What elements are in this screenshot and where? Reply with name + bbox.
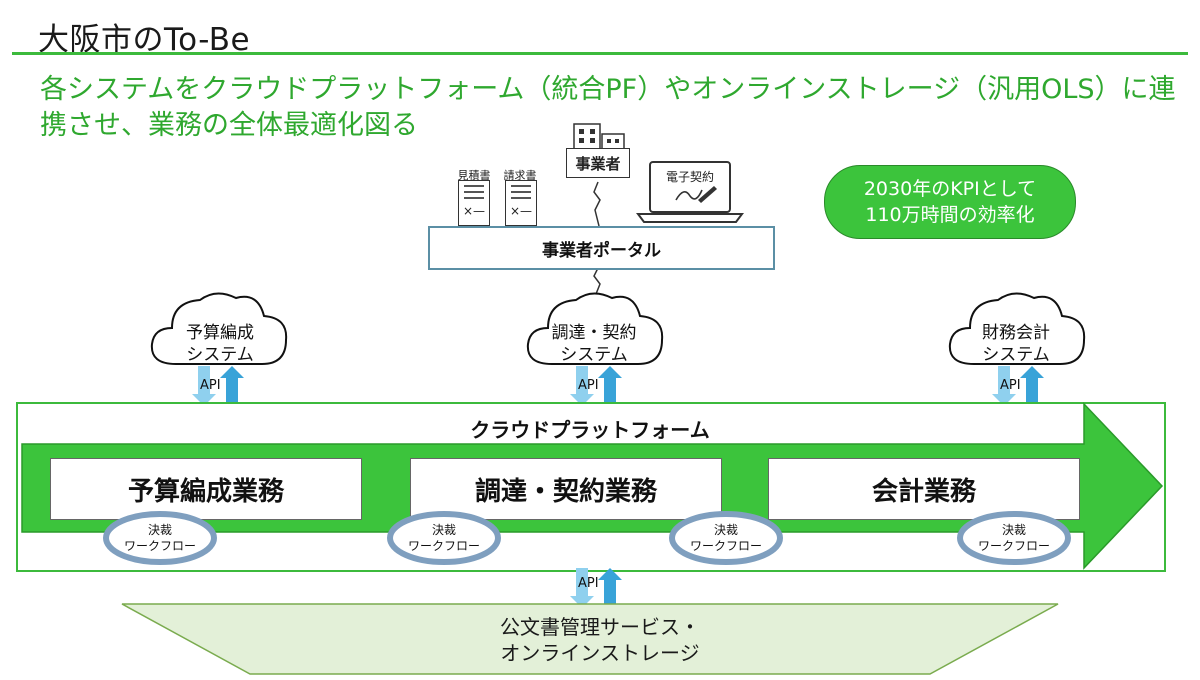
api-label-accounting: API xyxy=(1000,378,1021,393)
api-label-budget: API xyxy=(200,378,221,393)
budget-operation-box: 予算編成業務 xyxy=(50,458,362,520)
budget-system-line-1: 予算編成 xyxy=(186,323,254,343)
workflow-cycle-icon-4 xyxy=(957,511,1071,565)
subtitle: 各システムをクラウドプラットフォーム（統合PF）やオンラインストレージ（汎用OL… xyxy=(40,72,1180,144)
accounting-system-line-2: システム xyxy=(982,345,1050,365)
storage-line-2: オンラインストレージ xyxy=(500,641,700,665)
api-label-procurement: API xyxy=(578,378,599,393)
cloud-platform-title: クラウドプラットフォーム xyxy=(470,418,710,442)
kpi-line-2: 110万時間の効率化 xyxy=(865,204,1035,226)
api-label-storage: API xyxy=(578,576,599,591)
workflow-cycle-icon-2 xyxy=(387,511,501,565)
workflow-1-line-2: ワークフロー xyxy=(123,539,196,553)
budget-system-cloud-icon xyxy=(150,292,288,365)
invoice-doc-mark: ×— xyxy=(509,204,533,218)
accounting-system-line-1: 財務会計 xyxy=(982,323,1050,343)
title-divider xyxy=(12,52,1188,55)
econtract-label: 電子契約 xyxy=(665,170,714,184)
kpi-line-1: 2030年のKPIとして xyxy=(863,178,1037,200)
budget-system-label: 予算編成 システム xyxy=(160,322,280,366)
api-arrow-storage-icon xyxy=(570,568,622,608)
workflow-1-line-1: 決裁 xyxy=(147,523,172,537)
workflow-label-2: 決裁 ワークフロー xyxy=(394,522,494,554)
subtitle-line-1: 各システムをクラウドプラットフォーム（統合PF）やオンラインストレージ（汎用OL… xyxy=(40,74,1176,105)
accounting-operation-box: 会計業務 xyxy=(768,458,1080,520)
api-arrow-procurement-icon xyxy=(570,366,622,406)
portal-connector-bottom xyxy=(593,267,601,295)
workflow-3-line-1: 決裁 xyxy=(713,523,738,537)
workflow-4-line-2: ワークフロー xyxy=(977,539,1050,553)
subtitle-line-2: 携させ、業務の全体最適化図る xyxy=(40,110,418,141)
invoice-document-icon: ×— xyxy=(505,180,537,226)
document-storage-platform xyxy=(121,603,1059,675)
business-operator-label: 事業者 xyxy=(566,148,630,178)
accounting-system-label: 財務会計 システム xyxy=(956,322,1076,366)
business-portal: 事業者ポータル xyxy=(428,226,775,270)
portal-connector-top xyxy=(593,181,601,227)
storage-label: 公文書管理サービス・ オンラインストレージ xyxy=(420,614,780,666)
estimate-document-icon: ×— xyxy=(458,180,490,226)
api-arrow-budget-icon xyxy=(192,366,244,406)
estimate-label: 見積書 xyxy=(457,169,491,182)
procurement-system-line-2: システム xyxy=(560,345,628,365)
workflow-2-line-2: ワークフロー xyxy=(407,539,480,553)
procurement-system-line-1: 調達・契約 xyxy=(551,323,637,343)
workflow-cycle-icon-3 xyxy=(669,511,783,565)
procurement-system-cloud-icon xyxy=(526,292,664,365)
workflow-label-3: 決裁 ワークフロー xyxy=(676,522,776,554)
procurement-operation-box: 調達・契約業務 xyxy=(410,458,722,520)
accounting-system-cloud-icon xyxy=(948,292,1086,365)
laptop-icon xyxy=(636,161,744,223)
invoice-label: 請求書 xyxy=(503,169,537,182)
storage-line-1: 公文書管理サービス・ xyxy=(500,615,700,639)
workflow-4-line-1: 決裁 xyxy=(1001,523,1026,537)
workflow-3-line-2: ワークフロー xyxy=(689,539,762,553)
procurement-system-label: 調達・契約 システム xyxy=(534,322,654,366)
budget-system-line-2: システム xyxy=(186,345,254,365)
workflow-2-line-1: 決裁 xyxy=(431,523,456,537)
workflow-label-1: 決裁 ワークフロー xyxy=(110,522,210,554)
estimate-doc-mark: ×— xyxy=(462,204,486,218)
kpi-badge: 2030年のKPIとして 110万時間の効率化 xyxy=(824,165,1076,239)
api-arrow-accounting-icon xyxy=(992,366,1044,406)
workflow-cycle-icon-1 xyxy=(103,511,217,565)
workflow-label-4: 決裁 ワークフロー xyxy=(964,522,1064,554)
